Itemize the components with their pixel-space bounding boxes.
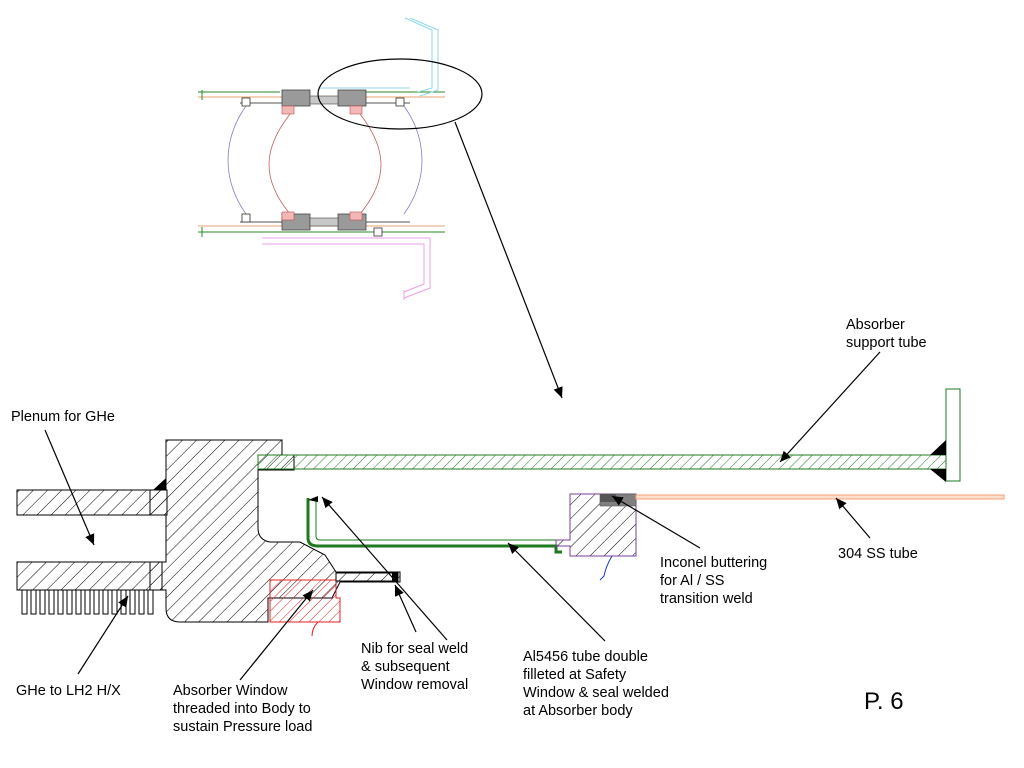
hx-fin	[93, 590, 100, 615]
hx-fin	[66, 590, 73, 615]
hx-fin	[147, 590, 154, 615]
window-edge-curve	[311, 621, 319, 637]
hx-fin	[75, 590, 82, 615]
blue-line	[599, 555, 613, 581]
label-ghe-to-lh2: GHe to LH2 H/X	[16, 683, 121, 699]
label-al5456: Al5456 tube double filleted at Safety Wi…	[523, 649, 669, 719]
nib-tip	[392, 572, 398, 582]
hx-fin	[39, 590, 46, 615]
overview-drawing	[198, 17, 445, 300]
label-support-tube: Absorber support tube	[846, 317, 927, 351]
hx-fin	[57, 590, 64, 615]
absorber-window	[269, 579, 341, 623]
hx-fin	[84, 590, 91, 615]
body-weld	[153, 478, 166, 490]
label-plenum: Plenum for GHe	[11, 409, 115, 425]
plenum-upper-arm	[16, 489, 168, 516]
page-number: P. 6	[864, 688, 904, 715]
absorber-support-tube	[257, 454, 949, 470]
label-inconel: Inconel buttering for Al / SS transition…	[660, 555, 768, 607]
hx-fin	[48, 590, 55, 615]
ss-tube	[635, 494, 1005, 500]
support-flange	[945, 388, 961, 482]
hx-fin	[21, 590, 28, 615]
hx-fin	[30, 590, 37, 615]
leader-lines	[44, 351, 881, 681]
hx-fins	[21, 590, 154, 615]
label-absorber-window: Absorber Window threaded into Body to su…	[173, 683, 313, 735]
hx-fin	[129, 590, 136, 615]
hx-fin	[102, 590, 109, 615]
label-ss-tube: 304 SS tube	[838, 546, 918, 562]
label-nib: Nib for seal weld & subsequent Window re…	[361, 641, 469, 693]
zoom-arrow	[454, 121, 563, 399]
hx-fin	[111, 590, 118, 615]
al5456-tube	[306, 498, 562, 554]
hx-fin	[138, 590, 145, 615]
plenum-lower-arm	[16, 561, 163, 591]
zoom-ellipse	[317, 58, 483, 130]
transition-block	[555, 493, 637, 557]
